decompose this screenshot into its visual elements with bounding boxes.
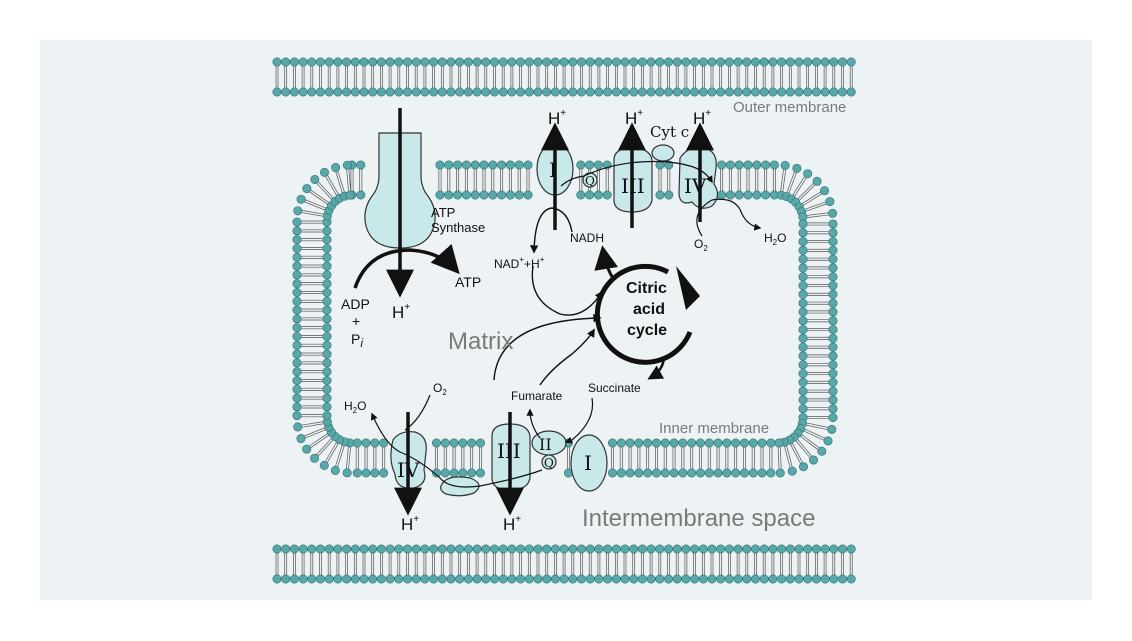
complex-ii-to-fumarate-arrow [526, 408, 541, 439]
oxygen-reduction-top [696, 198, 762, 237]
o2-bottom-label: O2 [433, 381, 447, 397]
succinate-to-complex-ii-arrow [564, 397, 594, 444]
cytochrome-c [651, 144, 675, 162]
outer-membrane-bottom [272, 544, 856, 584]
atp-synthase-label-2: Synthase [431, 220, 485, 235]
outer-membrane-top [272, 57, 856, 97]
complex-i-bottom-label: I [584, 451, 592, 475]
h-plus-complex-iii: H+ [625, 108, 643, 128]
matrix-label: Matrix [448, 328, 513, 355]
inner-membrane-label: Inner membrane [659, 420, 769, 437]
complex-i-top-label: I [549, 158, 557, 182]
atp-synthesis-arrow [353, 243, 460, 289]
plus-label: + [352, 313, 360, 329]
h-plus-bottom-iii: H+ [503, 514, 521, 534]
h2o-bottom-label: H2O [344, 399, 366, 415]
atp-synthase-label-1: ATP [431, 205, 455, 220]
o2-top-label: O2 [694, 237, 708, 253]
h-plus-atp: H+ [392, 302, 410, 322]
complex-i-bottom [570, 434, 608, 492]
pi-label: Pi [351, 331, 363, 350]
citric-cycle-ring [594, 263, 693, 365]
nadh-oxidation-arrow [529, 207, 573, 254]
oxygen-reduction-bottom [404, 394, 431, 431]
complex-ii-bottom-label: II [539, 435, 552, 454]
fumarate-to-cycle-arrow [539, 328, 595, 386]
citric-label-1: Citric [626, 280, 667, 297]
h-plus-complex-i: H+ [548, 108, 566, 128]
cyt-c-label: Cyt c [650, 123, 689, 141]
q-bottom-label: Q [544, 456, 554, 470]
electron-path-top [560, 160, 713, 187]
nad-label: NAD++H+ [494, 255, 545, 271]
cycle-to-succinate-arrow [647, 355, 666, 380]
citric-label-2: acid [633, 301, 665, 318]
complex-iv-top-label: IV [684, 174, 707, 198]
atp-label: ATP [455, 274, 481, 290]
nadh-label: NADH [570, 231, 604, 245]
fumarate-entry-arrow [493, 313, 602, 381]
quinone-bottom [541, 454, 557, 470]
succinate-label: Succinate [588, 381, 641, 395]
intermembrane-space-label: Intermembrane space [582, 505, 815, 532]
h2o-top-label: H2O [764, 231, 786, 247]
adp-label: ADP [341, 296, 370, 312]
citric-cycle-ring-arrowhead [676, 266, 700, 310]
h-plus-complex-iv: H+ [693, 108, 711, 128]
nad-to-cycle-arrow [531, 265, 603, 316]
fumarate-label: Fumarate [511, 389, 563, 403]
inner-membrane [292, 160, 838, 478]
q-top-label: Q [585, 174, 595, 188]
outer-membrane-label: Outer membrane [733, 99, 846, 116]
electron-path-bottom [370, 412, 543, 488]
h-plus-bottom-iv: H+ [401, 514, 419, 534]
reaction-arrows [353, 108, 762, 516]
citric-label-3: cycle [627, 322, 667, 339]
cycle-to-nadh-arrow [594, 245, 618, 281]
